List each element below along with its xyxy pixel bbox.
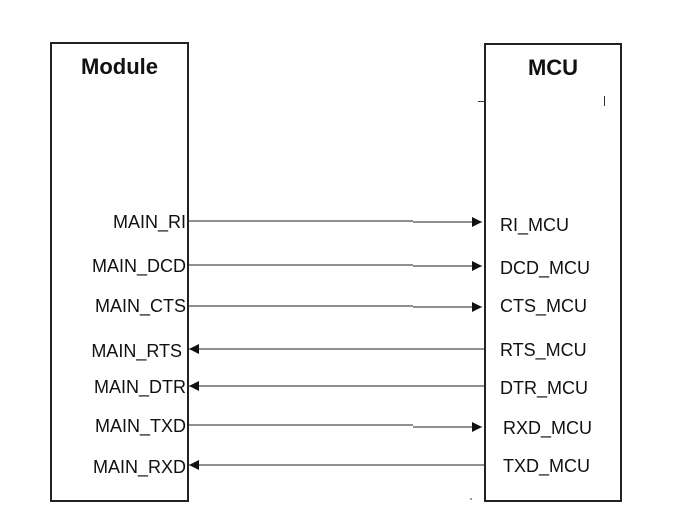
mcu-pin-rts: RTS_MCU [500,340,587,360]
module-pin-dcd: MAIN_DCD [91,256,186,276]
mcu-pin-list: RI_MCU DCD_MCU CTS_MCU RTS_MCU DTR_MCU R… [500,0,620,525]
module-title: Module [81,54,158,79]
mcu-pin-cts: CTS_MCU [500,296,588,316]
module-pin-rts: MAIN_RTS [91,341,182,361]
module-pin-dtr: MAIN_DTR [93,377,186,397]
stray-mark-2 [604,96,605,106]
mcu-pin-txd: TXD_MCU [503,456,591,476]
module-pin-cts: MAIN_CTS [94,296,186,316]
module-block: Module [50,42,189,502]
mcu-block: MCU [484,43,622,502]
wire-cts [189,302,482,312]
mcu-pin-dtr: DTR_MCU [500,378,588,398]
mcu-pin-rxd: RXD_MCU [503,418,593,438]
mcu-title: MCU [527,55,579,80]
module-pin-rxd: MAIN_RXD [92,457,186,477]
module-pin-txd: MAIN_TXD [94,416,186,436]
mcu-pin-ri: RI_MCU [500,215,570,235]
stray-mark-1 [478,101,486,102]
mcu-pin-dcd: DCD_MCU [500,258,590,278]
module-pin-list: MAIN_RI MAIN_DCD MAIN_CTS MAIN_RTS MAIN_… [40,0,186,525]
wire-ri [189,217,482,227]
module-pin-ri: MAIN_RI [112,212,186,232]
wire-txd [189,422,482,432]
stray-mark-3 [470,498,472,500]
wire-dcd [189,261,482,271]
